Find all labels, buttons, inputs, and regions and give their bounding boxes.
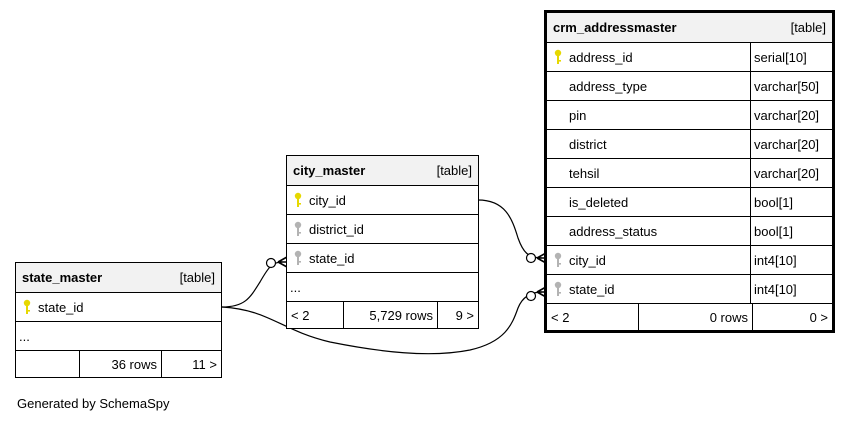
table-name: state_master	[22, 270, 103, 285]
column-row-is-deleted[interactable]: is_deleted bool[1]	[547, 187, 832, 216]
column-name: state_id	[309, 250, 355, 266]
link-city-to-address-optional-marker	[525, 252, 537, 264]
column-row-tehsil[interactable]: tehsil varchar[20]	[547, 158, 832, 187]
column-name: state_id	[569, 281, 615, 297]
column-row-address-type[interactable]: address_type varchar[50]	[547, 71, 832, 100]
column-row-state-id[interactable]: state_id	[16, 292, 221, 321]
table-kind: [table]	[179, 270, 215, 285]
column-type: serial[10]	[750, 43, 832, 71]
table-name: crm_addressmaster	[553, 20, 677, 35]
column-name: address_type	[569, 78, 648, 94]
primary-key-icon	[16, 299, 38, 315]
more-columns-ellipsis: ...	[287, 272, 478, 301]
column-type: bool[1]	[750, 217, 832, 245]
column-row-district[interactable]: district varchar[20]	[547, 129, 832, 158]
column-type: varchar[20]	[750, 130, 832, 158]
column-name: pin	[569, 107, 587, 123]
column-name: tehsil	[569, 165, 600, 181]
column-row-state-id[interactable]: state_id int4[10]	[547, 274, 832, 303]
link-state-to-city-optional-marker	[265, 257, 277, 269]
column-name: city_id	[309, 192, 346, 208]
column-row-address-status[interactable]: address_status bool[1]	[547, 216, 832, 245]
table-header: crm_addressmaster [table]	[547, 13, 832, 42]
column-name: district_id	[309, 221, 364, 237]
footer-next: 11 >	[161, 351, 221, 377]
table-kind: [table]	[436, 163, 472, 178]
foreign-key-icon	[287, 221, 309, 237]
generated-by-label: Generated by SchemaSpy	[17, 396, 170, 411]
footer-row-count: 5,729 rows	[343, 302, 437, 328]
table-crm-addressmaster[interactable]: crm_addressmaster [table] address_id ser…	[544, 10, 835, 333]
table-header: city_master [table]	[287, 156, 478, 185]
column-row-city-id[interactable]: city_id int4[10]	[547, 245, 832, 274]
footer-row-count: 36 rows	[79, 351, 161, 377]
link-state-to-address	[221, 291, 543, 355]
column-row-district-id[interactable]: district_id	[287, 214, 478, 243]
table-city-master[interactable]: city_master [table] city_id district_id …	[286, 155, 479, 329]
table-kind: [table]	[790, 20, 826, 35]
column-row-city-id[interactable]: city_id	[287, 185, 478, 214]
table-footer: < 2 0 rows 0 >	[547, 303, 832, 330]
column-row-address-id[interactable]: address_id serial[10]	[547, 42, 832, 71]
column-type: bool[1]	[750, 188, 832, 216]
foreign-key-icon	[287, 250, 309, 266]
column-name: district	[569, 136, 607, 152]
footer-next: 0 >	[752, 304, 832, 330]
link-city-to-address	[477, 199, 543, 259]
more-columns-ellipsis: ...	[16, 321, 221, 350]
table-footer: 36 rows 11 >	[16, 350, 221, 377]
column-row-state-id[interactable]: state_id	[287, 243, 478, 272]
footer-prev	[16, 351, 79, 377]
table-name: city_master	[293, 163, 366, 178]
primary-key-icon	[287, 192, 309, 208]
column-type: varchar[50]	[750, 72, 832, 100]
column-type: int4[10]	[750, 246, 832, 274]
foreign-key-icon	[547, 281, 569, 297]
link-state-to-city	[221, 261, 283, 308]
foreign-key-icon	[547, 252, 569, 268]
column-type: int4[10]	[750, 275, 832, 303]
column-name: address_status	[569, 223, 658, 239]
column-name: address_id	[569, 49, 633, 65]
link-state-to-city-crowfoot	[277, 256, 288, 268]
column-type: varchar[20]	[750, 159, 832, 187]
table-header: state_master [table]	[16, 263, 221, 292]
column-name: state_id	[38, 299, 84, 315]
footer-row-count: 0 rows	[638, 304, 752, 330]
link-state-to-address-optional-marker	[525, 290, 537, 302]
footer-prev: < 2	[291, 307, 310, 323]
column-name: city_id	[569, 252, 606, 268]
column-type: varchar[20]	[750, 101, 832, 129]
primary-key-icon	[547, 49, 569, 65]
column-name: is_deleted	[569, 194, 629, 210]
footer-prev: < 2	[551, 309, 570, 325]
table-footer: < 2 5,729 rows 9 >	[287, 301, 478, 328]
column-row-pin[interactable]: pin varchar[20]	[547, 100, 832, 129]
footer-next: 9 >	[437, 302, 478, 328]
table-state-master[interactable]: state_master [table] state_id ... 36 row…	[15, 262, 222, 378]
